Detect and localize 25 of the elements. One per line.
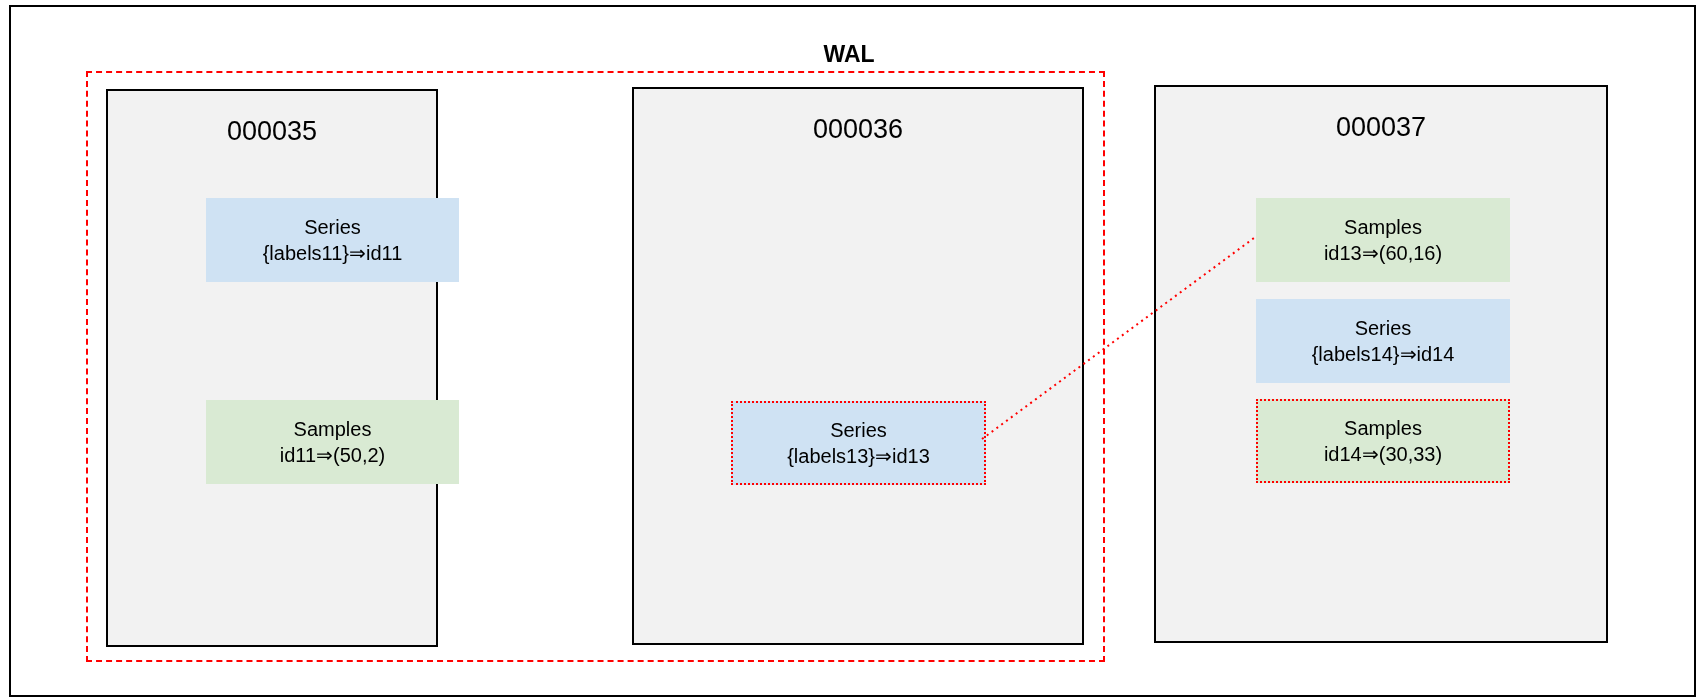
record-entry: {labels11}⇒id11 [262, 241, 403, 266]
record-heading: Samples [1344, 416, 1422, 441]
record-entry: id13⇒(60,16) [1323, 241, 1443, 266]
group-title: WAL [823, 40, 875, 69]
file-title: 000035 [226, 115, 318, 148]
record-heading: Series [1354, 316, 1412, 341]
file-panel [632, 87, 1084, 645]
series-record [206, 198, 459, 282]
record-heading: Samples [293, 417, 372, 442]
samples-record [1256, 198, 1510, 282]
record-entry: id14⇒(30,33) [1323, 442, 1443, 467]
record-heading: Series [830, 418, 887, 443]
record-heading: Series [304, 215, 361, 240]
file-title: 000037 [1335, 111, 1427, 144]
record-entry: id11⇒(50,2) [279, 443, 386, 468]
file-title: 000036 [812, 113, 904, 146]
series-record [1256, 299, 1510, 383]
connector-line [981, 237, 1255, 440]
record-entry: {labels14}⇒id14 [1311, 342, 1455, 367]
file-panel [1154, 85, 1608, 643]
series-record [731, 401, 986, 485]
record-heading: Samples [1344, 215, 1422, 240]
samples-record [206, 400, 459, 484]
record-entry: {labels13}⇒id13 [787, 444, 930, 469]
samples-record [1256, 399, 1510, 483]
